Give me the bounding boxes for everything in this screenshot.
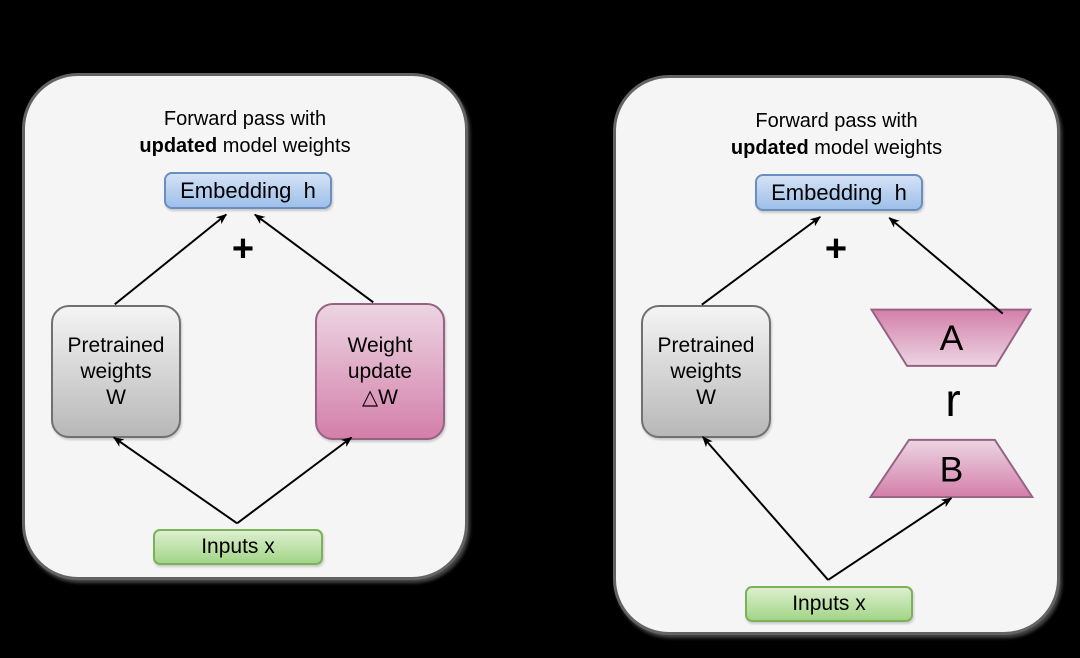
lora-a-trapezoid [869,308,1033,367]
inputs-box: Inputs x [153,529,323,565]
title-rest: model weights [217,135,351,157]
pretrained-line-3: W [106,385,126,409]
pretrained-line-2: weights [80,359,152,383]
lora-a-label: A [940,318,964,358]
plus-sign: + [231,228,255,270]
title-bold-word: updated [730,137,809,159]
pretrained-weights-box: Pretrained weights W [51,305,181,438]
title-line-2: updated model weights [25,133,465,160]
weight-update-line-1: Weight [347,333,413,357]
inputs-label: Inputs x [792,592,866,615]
title-rest: model weights [808,137,943,159]
weight-update-box: Weight update △W [315,303,445,440]
pretrained-line-1: Pretrained [657,333,755,357]
embedding-box: Embedding h [755,174,923,211]
lora-b-label: B [940,449,964,489]
pretrained-line-2: weights [670,359,742,383]
arrow-inputs-to-lora-b [827,497,953,581]
panel-title: Forward pass with updated model weights [616,108,1057,162]
embedding-label: Embedding h [180,177,316,203]
plus-sign: + [824,228,848,270]
lora-b-trapezoid [868,438,1035,499]
inputs-box: Inputs x [745,586,913,622]
panel-lora: Forward pass with updated model weights … [613,75,1060,635]
rank-label: r [945,374,961,426]
embedding-label: Embedding h [771,179,907,205]
title-line-2: updated model weights [616,135,1057,162]
pretrained-line-3: W [696,385,716,409]
arrow-pretrained-to-embedding [701,216,822,306]
pretrained-weights-box: Pretrained weights W [641,305,771,438]
arrow-lora-a-to-embedding [888,217,1004,315]
panel-title: Forward pass with updated model weights [25,106,465,160]
arrow-weight-update-to-embedding [254,213,374,304]
pretrained-line-1: Pretrained [67,333,165,357]
embedding-box: Embedding h [164,172,332,209]
arrow-pretrained-to-embedding [114,213,228,306]
title-line-1: Forward pass with [755,110,918,132]
weight-update-line-3: △W [362,385,398,409]
title-line-1: Forward pass with [163,108,327,130]
inputs-label: Inputs x [201,535,275,558]
panel-full-finetuning: Forward pass with updated model weights … [22,73,468,580]
title-bold-word: updated [139,135,218,157]
arrow-inputs-to-pretrained [112,436,238,525]
arrow-inputs-to-weight-update [236,436,353,525]
arrow-inputs-to-pretrained [702,436,829,581]
weight-update-line-2: update [347,359,413,383]
